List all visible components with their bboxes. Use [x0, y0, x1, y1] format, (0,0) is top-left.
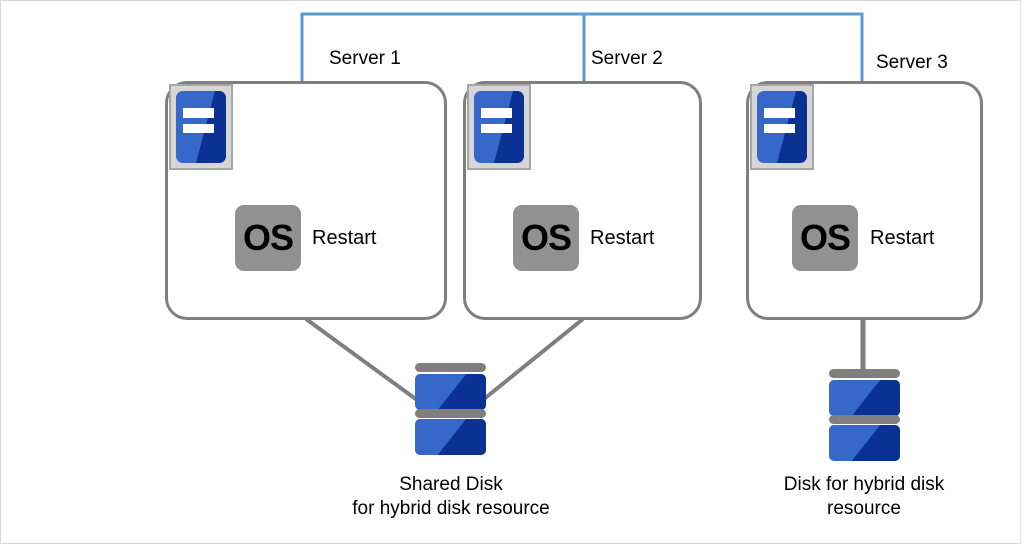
- local-disk-icon[interactable]: [829, 369, 900, 461]
- restart-label-1: Restart: [312, 227, 377, 249]
- os-badge-1: OS: [235, 205, 301, 271]
- server-machine-icon-1: [169, 84, 233, 170]
- local-disk-caption-line2: resource: [827, 497, 901, 519]
- local-disk-caption: Disk for hybrid disk resource: [739, 473, 989, 521]
- server-machine-icon-3: [750, 84, 814, 170]
- shared-disk-icon[interactable]: [415, 363, 486, 455]
- server-2-label: Server 2: [591, 48, 663, 69]
- shared-disk-caption: Shared Disk for hybrid disk resource: [301, 473, 601, 521]
- os-badge-2: OS: [513, 205, 579, 271]
- server-2-box[interactable]: [463, 81, 702, 320]
- shared-disk-caption-line1: Shared Disk: [399, 474, 503, 495]
- server-machine-icon-2: [467, 84, 531, 170]
- os-badge-3: OS: [792, 205, 858, 271]
- local-disk-caption-line1: Disk for hybrid disk: [783, 474, 945, 495]
- server-3-label: Server 3: [876, 52, 948, 73]
- restart-label-3: Restart: [870, 227, 935, 249]
- server-1-label: Server 1: [329, 48, 401, 69]
- shared-disk-caption-line2: for hybrid disk resource: [352, 497, 550, 519]
- restart-label-2: Restart: [590, 227, 655, 249]
